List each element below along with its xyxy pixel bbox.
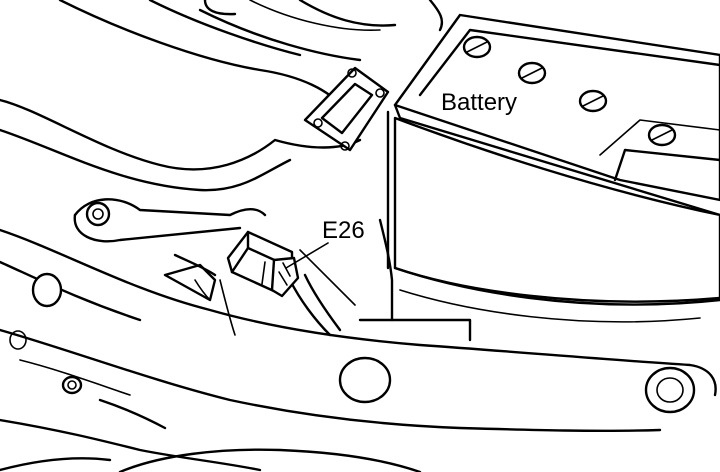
cross-member	[0, 228, 717, 472]
battery-cap	[462, 35, 492, 59]
battery-cap	[517, 61, 547, 85]
e26-connector	[226, 230, 300, 298]
frame-hole	[644, 366, 696, 414]
frame-hole	[338, 356, 392, 404]
e26-connector-label: E26	[322, 217, 365, 244]
e26-leader-line	[285, 242, 329, 269]
battery	[386, 13, 720, 323]
mounting-bracket	[303, 66, 390, 152]
battery-label: Battery	[441, 89, 518, 116]
wire-harness	[163, 253, 342, 337]
battery-cap	[647, 123, 677, 147]
frame-hole	[31, 272, 63, 308]
battery-cap	[578, 89, 608, 113]
engine-cover	[0, 0, 444, 192]
bolt-bracket	[73, 198, 267, 243]
